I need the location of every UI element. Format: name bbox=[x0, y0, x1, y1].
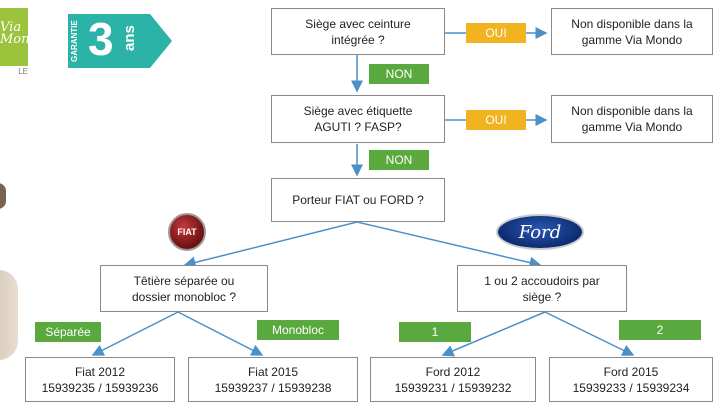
fiat-logo: FIAT bbox=[168, 213, 206, 251]
arrow-separee bbox=[91, 311, 179, 356]
result-ford-2012: Ford 2012 15939231 / 15939232 bbox=[370, 357, 536, 402]
question-etiquette: Siège avec étiquette AGUTI ? FASP? bbox=[271, 95, 445, 143]
arrow-monobloc bbox=[177, 311, 264, 356]
outcome-non-disponible-2: Non disponible dans la gamme Via Mondo bbox=[551, 95, 713, 143]
seat-photo-fragment bbox=[0, 270, 18, 360]
tag-oui-2: OUI bbox=[466, 110, 526, 130]
tag-oui-1: OUI bbox=[466, 23, 526, 43]
question-porteur: Porteur FIAT ou FORD ? bbox=[271, 178, 445, 222]
tag-2: 2 bbox=[619, 320, 701, 340]
tag-non-2: NON bbox=[369, 150, 429, 170]
logo-text: Via Mondo bbox=[0, 20, 46, 47]
question-tetiere: Têtière séparée ou dossier monobloc ? bbox=[100, 265, 268, 312]
question-accoudoirs: 1 ou 2 accoudoirs par siège ? bbox=[457, 265, 627, 312]
arrow-1 bbox=[441, 311, 546, 357]
via-mondo-logo: Via Mondo LE bbox=[0, 8, 46, 78]
arrow-to-ford bbox=[356, 221, 542, 269]
arrow-2 bbox=[544, 311, 635, 356]
result-fiat-2012: Fiat 2012 15939235 / 15939236 bbox=[25, 357, 175, 402]
warranty-number: 3 bbox=[88, 13, 114, 65]
ford-logo: Ford bbox=[496, 214, 584, 250]
question-ceinture: Siège avec ceinture intégrée ? bbox=[271, 8, 445, 55]
seat-photo-fragment bbox=[0, 183, 6, 209]
warranty-badge bbox=[68, 14, 172, 68]
arrow-to-fiat bbox=[183, 221, 358, 269]
tag-separee: Séparée bbox=[35, 322, 101, 342]
tag-non-1: NON bbox=[369, 64, 429, 84]
result-ford-2015: Ford 2015 15939233 / 15939234 bbox=[549, 357, 713, 402]
tag-1: 1 bbox=[399, 322, 471, 342]
result-fiat-2015: Fiat 2015 15939237 / 15939238 bbox=[188, 357, 358, 402]
tag-monobloc: Monobloc bbox=[257, 320, 339, 340]
logo-band: LE bbox=[0, 66, 28, 78]
outcome-non-disponible-1: Non disponible dans la gamme Via Mondo bbox=[551, 8, 713, 55]
